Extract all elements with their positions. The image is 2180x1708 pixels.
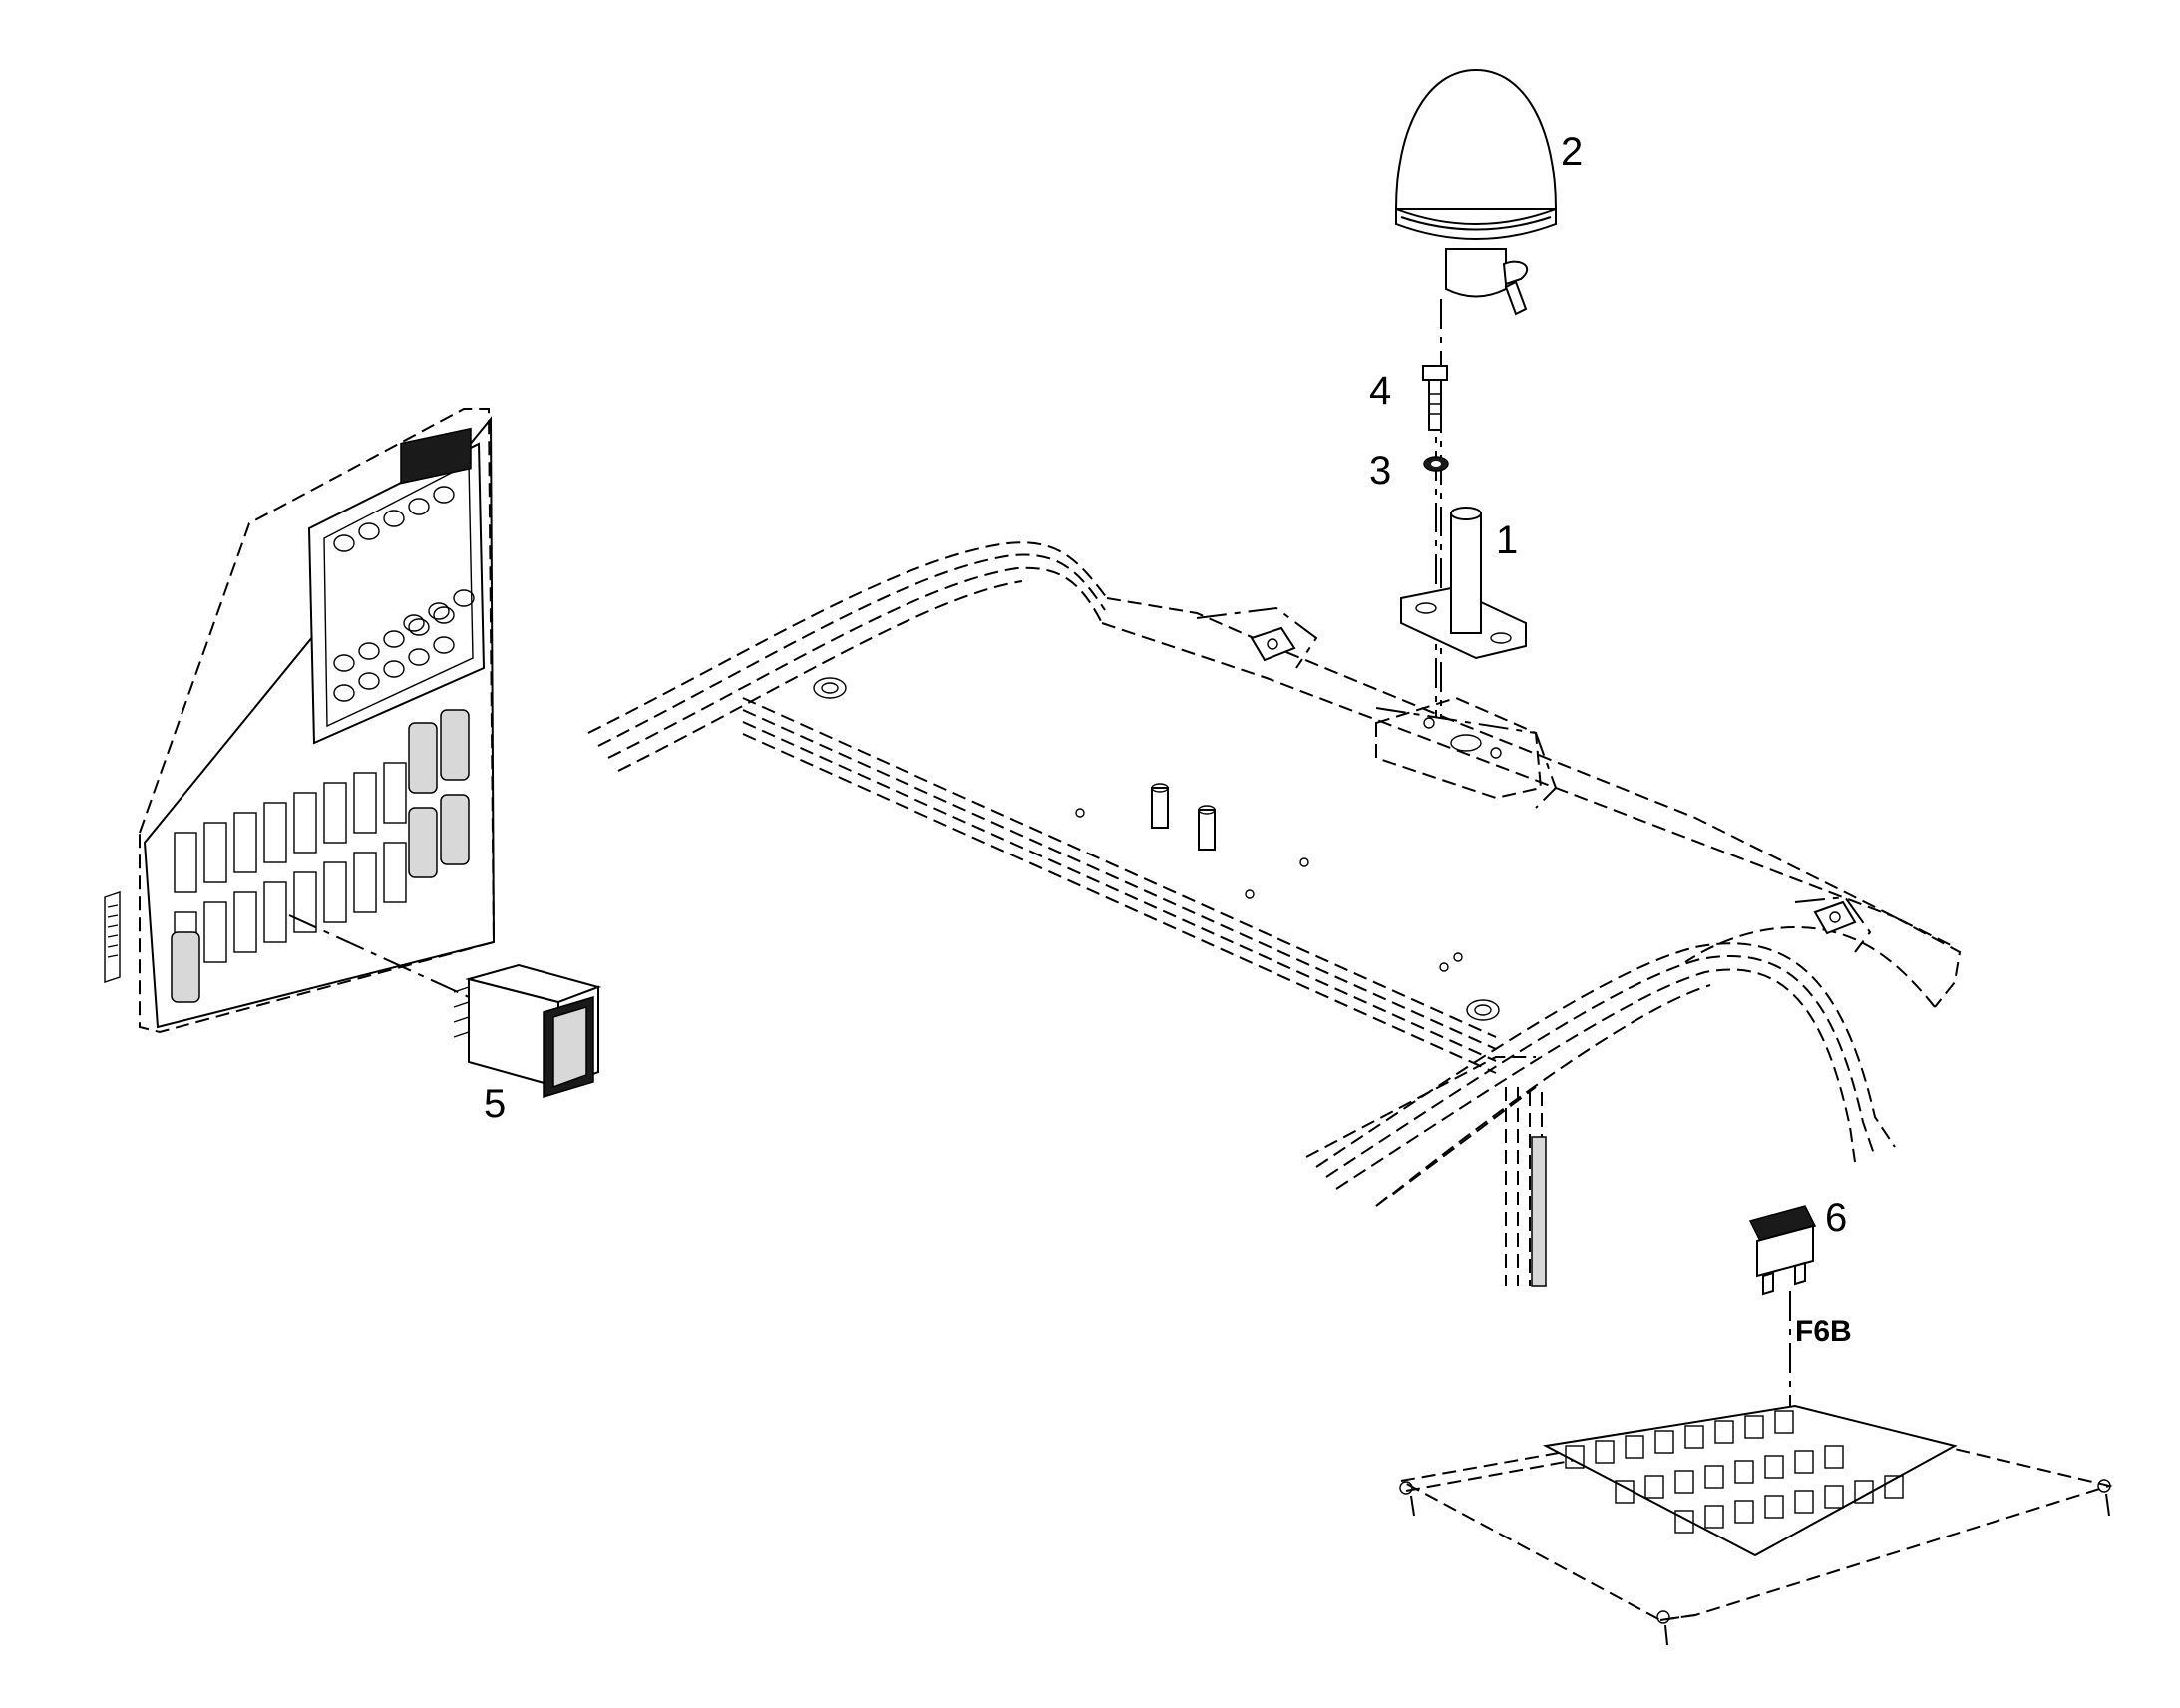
callout-5: 5 bbox=[484, 1082, 506, 1126]
fuse bbox=[1748, 1205, 1817, 1426]
bolt bbox=[1422, 365, 1448, 431]
callout-4: 4 bbox=[1369, 369, 1391, 413]
fuse-board bbox=[1397, 1404, 2113, 1646]
callout-2: 2 bbox=[1561, 130, 1583, 173]
beacon-assembly bbox=[1394, 68, 1558, 718]
callout-1: 1 bbox=[1496, 518, 1518, 562]
cab-roof-frame bbox=[587, 541, 1962, 1287]
beacon-light bbox=[1394, 68, 1558, 316]
switch-panel bbox=[104, 408, 496, 1034]
washer bbox=[1423, 456, 1449, 472]
callouts: 1 2 3 4 5 6 F6B bbox=[484, 130, 1852, 1348]
callout-6: 6 bbox=[1825, 1196, 1847, 1240]
rocker-switch bbox=[453, 963, 602, 1099]
fuse-label: F6B bbox=[1795, 1315, 1852, 1348]
callout-3: 3 bbox=[1369, 449, 1391, 493]
mounting-tube bbox=[1400, 507, 1527, 660]
